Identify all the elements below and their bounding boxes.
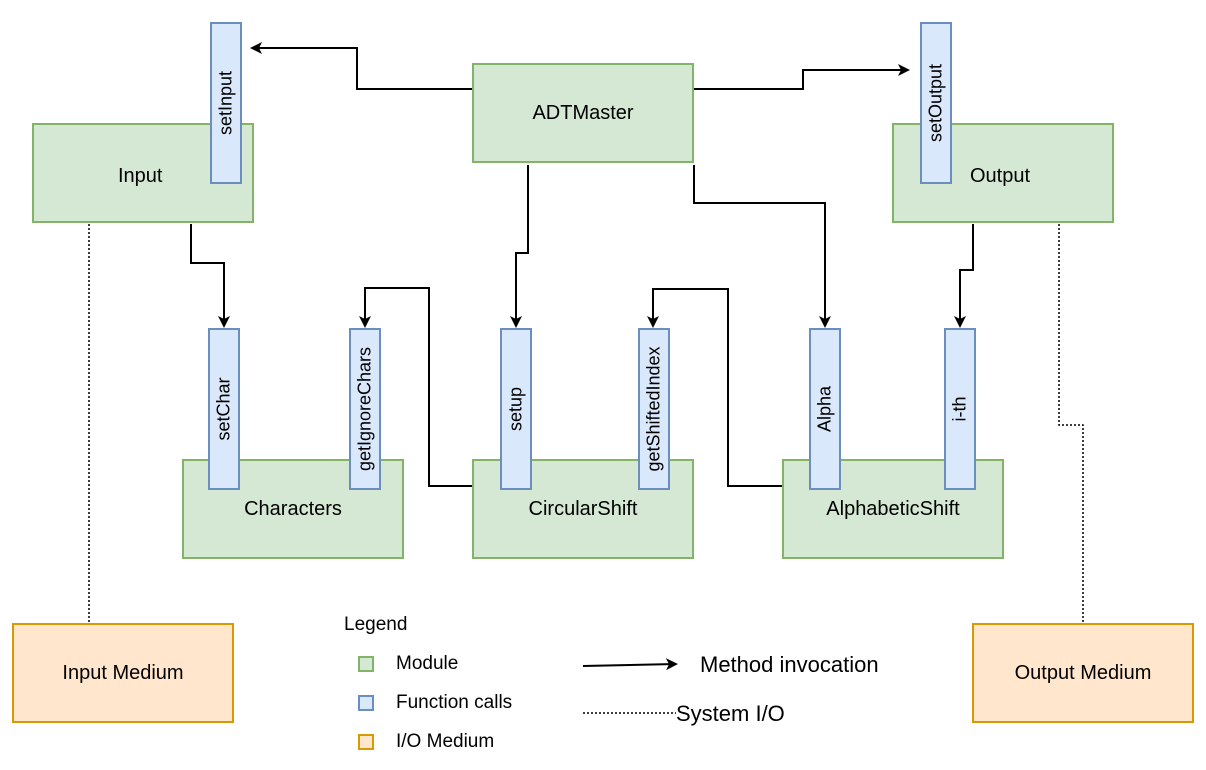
module-circularshift-label: CircularShift bbox=[528, 497, 638, 520]
module-input-label: Input bbox=[118, 165, 163, 187]
legend-io-label: I/O Medium bbox=[396, 731, 495, 752]
legend-io-swatch bbox=[358, 734, 374, 750]
function-setoutput[interactable]: setOutput bbox=[920, 22, 952, 184]
function-getignorechars-label: getIgnoreChars bbox=[354, 346, 375, 472]
legend-module-swatch bbox=[358, 656, 374, 672]
edge-output-medium-io bbox=[1058, 224, 1084, 622]
function-setinput[interactable]: setInput bbox=[210, 22, 242, 184]
function-getshiftedindex-label: getShiftedIndex bbox=[643, 346, 664, 472]
legend-function-label: Function calls bbox=[396, 692, 513, 713]
edge-adtmaster-alpha bbox=[693, 165, 831, 328]
function-setchar-label: setChar bbox=[213, 377, 234, 441]
function-ith[interactable]: i-th bbox=[944, 328, 976, 490]
edge-adtmaster-setinput bbox=[250, 42, 472, 90]
io-output-medium[interactable]: Output Medium bbox=[972, 623, 1194, 723]
function-getignorechars[interactable]: getIgnoreChars bbox=[349, 328, 381, 490]
edge-adtmaster-setup bbox=[510, 165, 529, 328]
edge-output-ith bbox=[954, 224, 974, 328]
function-alpha[interactable]: Alpha bbox=[809, 328, 841, 490]
edge-input-setchar bbox=[190, 224, 230, 328]
edge-circularshift-getignorechars bbox=[359, 287, 472, 487]
module-adtmaster-label: ADTMaster bbox=[532, 101, 634, 124]
module-output-label: Output bbox=[970, 165, 1031, 187]
module-adtmaster[interactable]: ADTMaster bbox=[472, 63, 694, 163]
function-getshiftedindex[interactable]: getShiftedIndex bbox=[638, 328, 670, 490]
io-output-medium-label: Output Medium bbox=[1014, 661, 1152, 684]
edge-alphabeticshift-getshiftedindex bbox=[647, 288, 782, 487]
legend-arrow-sample bbox=[582, 658, 678, 671]
module-characters-label: Characters bbox=[244, 497, 342, 520]
function-setoutput-label: setOutput bbox=[925, 63, 946, 143]
io-input-medium-label: Input Medium bbox=[62, 661, 184, 684]
legend-title: Legend bbox=[344, 614, 408, 635]
module-alphabeticshift-label: AlphabeticShift bbox=[826, 497, 960, 520]
io-input-medium[interactable]: Input Medium bbox=[12, 623, 234, 723]
function-alpha-label: Alpha bbox=[814, 385, 835, 433]
function-setup-label: setup bbox=[505, 386, 526, 432]
legend-function-swatch bbox=[358, 695, 374, 711]
legend-module-label: Module bbox=[396, 653, 459, 674]
legend-system-io-label: System I/O bbox=[676, 701, 785, 726]
function-ith-label: i-th bbox=[949, 396, 970, 422]
function-setchar[interactable]: setChar bbox=[208, 328, 240, 490]
edge-adtmaster-setoutput bbox=[694, 64, 910, 90]
function-setup[interactable]: setup bbox=[500, 328, 532, 490]
function-setinput-label: setInput bbox=[215, 70, 236, 136]
legend-method-invocation-label: Method invocation bbox=[700, 652, 879, 677]
